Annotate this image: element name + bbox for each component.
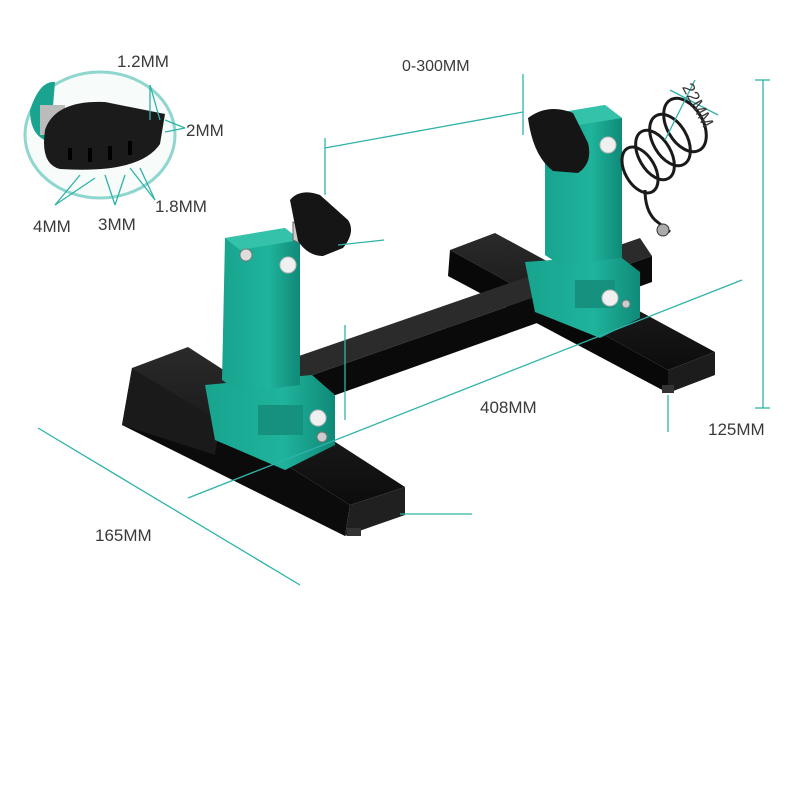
- inset-label-3mm: 3MM: [98, 215, 136, 234]
- height-label: 125MM: [708, 420, 765, 439]
- clamp-range-label: 0-300MM: [402, 58, 470, 75]
- iron-holder-spring: [620, 96, 708, 234]
- left-clamp-jaw: [290, 192, 352, 256]
- length-label: 408MM: [480, 398, 537, 417]
- jaw-detail-inset: [23, 70, 177, 200]
- right-clamp-jaw: [528, 109, 590, 173]
- inset-label-4mm: 4MM: [33, 217, 71, 236]
- inset-label-1-2mm: 1.2MM: [117, 52, 169, 71]
- holder-screw: [656, 223, 670, 237]
- left-clamp-stand: [205, 228, 335, 470]
- inset-label-1-8mm: 1.8MM: [155, 197, 207, 216]
- width-label: 165MM: [95, 526, 152, 545]
- inset-label-2mm: 2MM: [186, 121, 224, 140]
- dimension-lines: [37, 74, 770, 586]
